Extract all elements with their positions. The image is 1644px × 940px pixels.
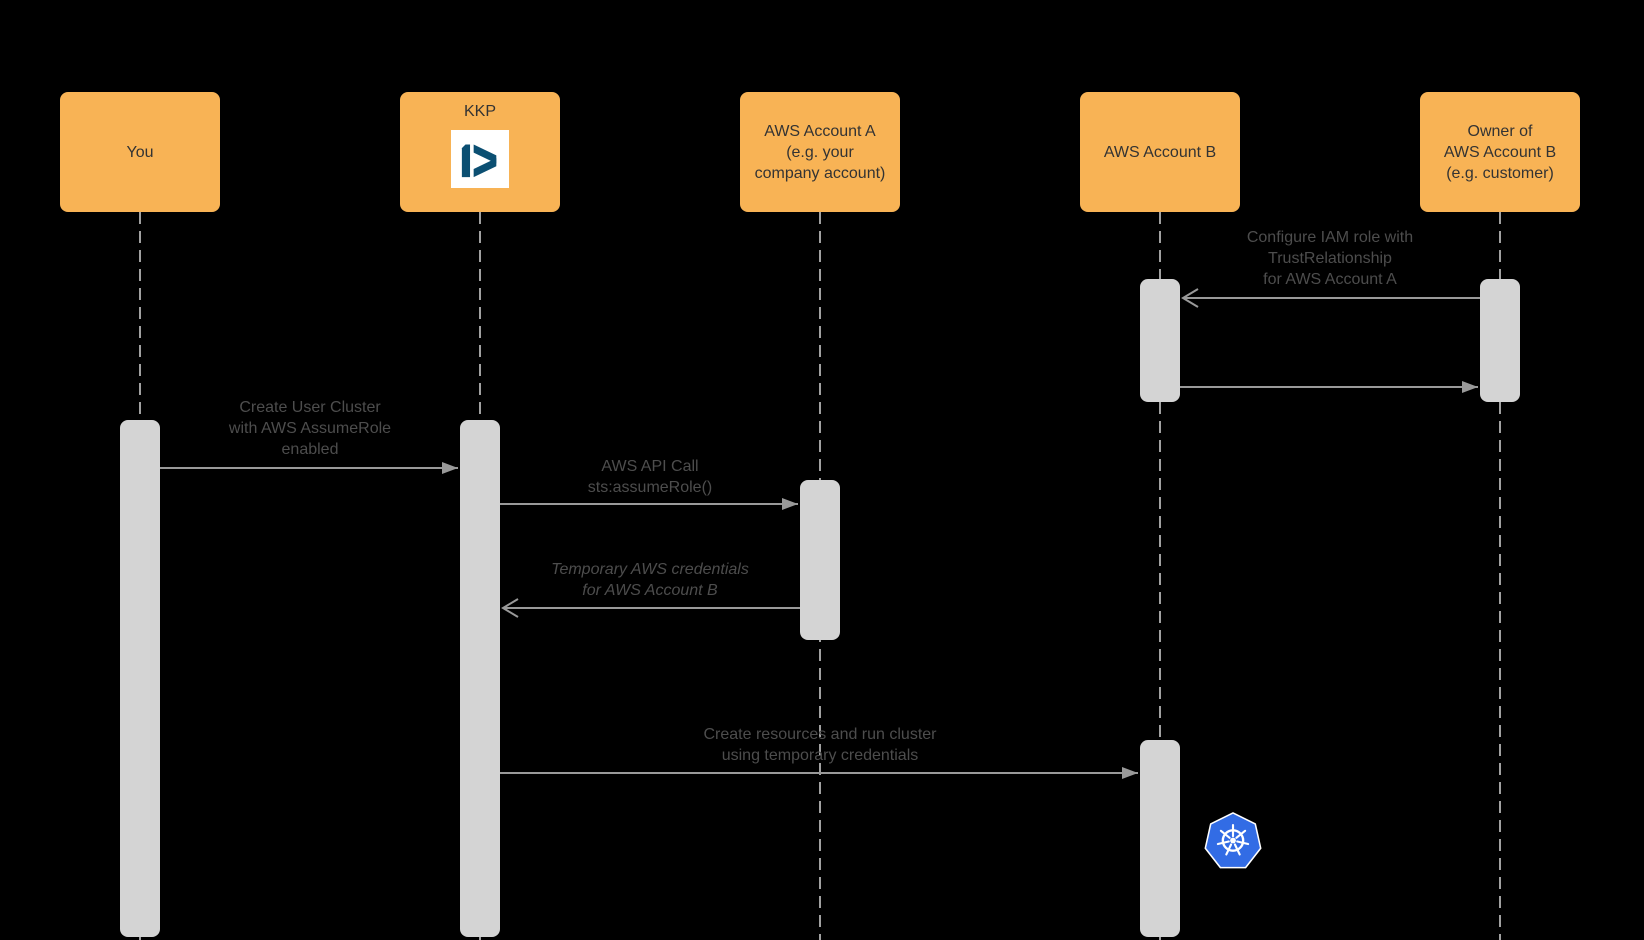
actor-box-you: You xyxy=(60,92,220,212)
actor-label-aws-b: AWS Account B xyxy=(1103,143,1217,161)
activation-aws-b-first xyxy=(1140,279,1180,402)
message-label-temp-credentials: Temporary AWS credentials for AWS Accoun… xyxy=(551,561,749,599)
actor-label-aws-a: AWS Account A (e.g. your company account… xyxy=(754,122,886,182)
message-label-create-resources: Create resources and run cluster using t… xyxy=(703,726,937,764)
message-label-configure-iam: Configure IAM role with TrustRelationshi… xyxy=(1246,229,1414,288)
actor-box-owner: Owner of AWS Account B (e.g. customer) xyxy=(1420,92,1580,212)
activation-aws-a xyxy=(800,480,840,640)
kubermatic-logo-icon xyxy=(451,130,509,188)
activation-you xyxy=(120,420,160,937)
activation-kkp xyxy=(460,420,500,937)
message-label-aws-api-call: AWS API Call sts:assumeRole() xyxy=(587,458,713,496)
actor-box-aws-a: AWS Account A (e.g. your company account… xyxy=(740,92,900,212)
activation-owner xyxy=(1480,279,1520,402)
actor-label-kkp: KKP xyxy=(463,103,496,120)
actor-label-you: You xyxy=(126,143,154,161)
actor-box-kkp: KKP xyxy=(400,92,560,212)
message-label-create-cluster: Create User Cluster with AWS AssumeRole … xyxy=(228,399,392,458)
actor-box-aws-b: AWS Account B xyxy=(1080,92,1240,212)
activation-aws-b-second xyxy=(1140,740,1180,937)
actor-label-owner: Owner of AWS Account B (e.g. customer) xyxy=(1443,122,1557,182)
kubernetes-logo-icon xyxy=(1202,810,1264,872)
